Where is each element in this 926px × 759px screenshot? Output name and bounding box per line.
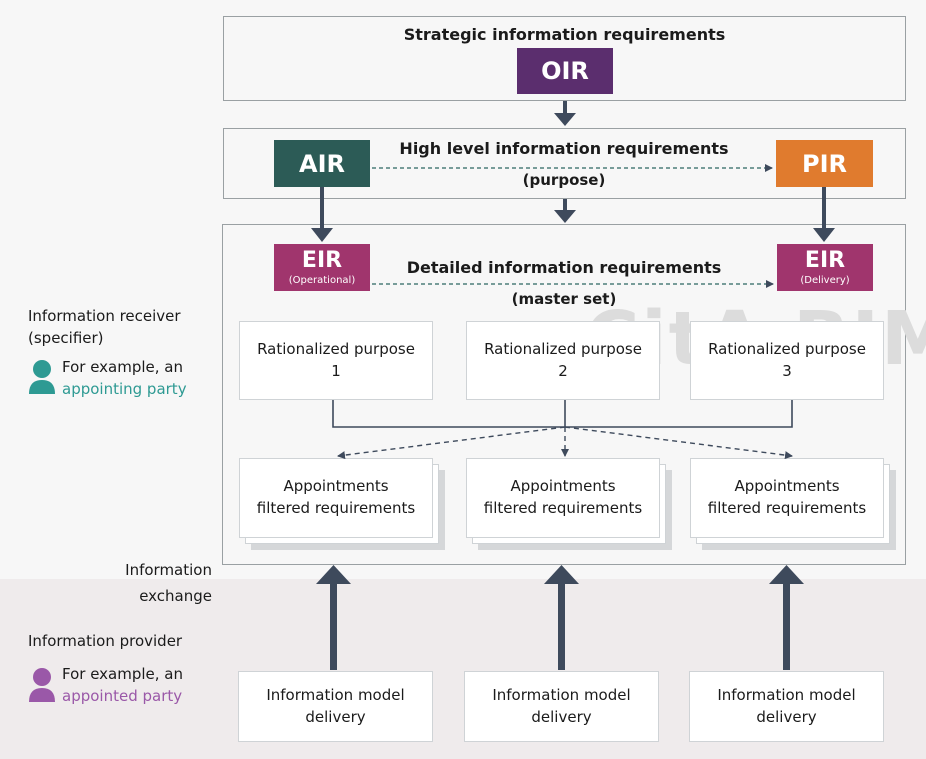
detailed-subtitle: (master set) — [511, 290, 617, 308]
purpose-3-line1: Rationalized purpose — [708, 339, 866, 358]
air-tag: AIR — [274, 140, 370, 187]
provider-person-icon — [28, 667, 56, 703]
delivery-box-3: Information model delivery — [689, 671, 884, 742]
receiver-title: Information receiver (specifier) — [28, 306, 218, 350]
exchange-line2: exchange — [139, 587, 212, 606]
provider-example-line1: For example, an — [62, 665, 184, 683]
receiver-title-line2: (specifier) — [28, 328, 104, 347]
arrow-oir-down — [554, 101, 576, 126]
appointment-box-1: Appointments filtered requirements — [239, 458, 433, 538]
eir-operational-label: EIR — [301, 247, 343, 273]
arrow-pir-to-eir — [813, 187, 835, 242]
arrow-air-to-eir — [311, 187, 333, 242]
appointment-3-line2: filtered requirements — [707, 499, 867, 517]
purpose-2-line1: Rationalized purpose — [484, 339, 642, 358]
high-level-title: High level information requirements — [399, 139, 729, 158]
delivery-2-line1: Information model — [492, 685, 631, 704]
up-arrow-3 — [769, 565, 804, 670]
eir-operational-sub: (Operational) — [288, 274, 356, 286]
delivery-3-line1: Information model — [717, 685, 856, 704]
delivery-3-line2: delivery — [756, 707, 817, 726]
receiver-title-line1: Information receiver — [28, 307, 181, 325]
high-level-subtitle: (purpose) — [522, 171, 606, 189]
delivery-box-1: Information model delivery — [238, 671, 433, 742]
up-arrow-1 — [316, 565, 351, 670]
purpose-box-3: Rationalized purpose 3 — [690, 321, 884, 400]
provider-title: Information provider — [28, 632, 183, 650]
purpose-1-line1: Rationalized purpose — [257, 339, 415, 358]
eir-operational-tag: EIR (Operational) — [274, 244, 370, 291]
receiver-example-line1: For example, an — [62, 358, 184, 376]
appointment-3-line1: Appointments — [734, 477, 840, 496]
provider-example: For example, an appointed party — [62, 664, 222, 708]
oir-tag: OIR — [517, 48, 613, 94]
delivery-1-line2: delivery — [305, 707, 366, 726]
purpose-box-1: Rationalized purpose 1 — [239, 321, 433, 400]
purpose-box-2: Rationalized purpose 2 — [466, 321, 660, 400]
eir-delivery-label: EIR — [804, 247, 846, 273]
receiver-example: For example, an appointing party — [62, 357, 222, 401]
provider-example-line2: appointed party — [62, 686, 183, 705]
pir-tag: PIR — [776, 140, 873, 187]
purpose-3-line2: 3 — [782, 361, 792, 380]
appointment-1-line2: filtered requirements — [256, 499, 416, 517]
eir-delivery-sub: (Delivery) — [800, 274, 850, 286]
purpose-2-line2: 2 — [558, 361, 568, 380]
delivery-2-line2: delivery — [531, 707, 592, 726]
purpose-bracket — [332, 400, 793, 428]
delivery-1-line1: Information model — [266, 685, 405, 704]
receiver-example-line2: appointing party — [62, 379, 187, 398]
delivery-box-2: Information model delivery — [464, 671, 659, 742]
appointment-box-3: Appointments filtered requirements — [690, 458, 884, 538]
strategic-title: Strategic information requirements — [403, 25, 726, 44]
exchange-label: Information exchange — [60, 557, 212, 610]
appointment-2-line1: Appointments — [510, 477, 616, 496]
exchange-line1: Information — [125, 561, 212, 579]
purpose-1-line2: 1 — [331, 361, 341, 380]
receiver-person-icon — [28, 359, 56, 395]
eir-delivery-tag: EIR (Delivery) — [777, 244, 873, 291]
up-arrow-2 — [544, 565, 579, 670]
dist-arrow-right — [564, 426, 793, 460]
appointment-1-line1: Appointments — [283, 477, 389, 496]
dist-arrow-left — [337, 426, 566, 460]
appointment-2-line2: filtered requirements — [483, 499, 643, 517]
arrow-high-level-down — [554, 199, 576, 223]
appointment-box-2: Appointments filtered requirements — [466, 458, 660, 538]
detailed-title: Detailed information requirements — [406, 258, 722, 277]
